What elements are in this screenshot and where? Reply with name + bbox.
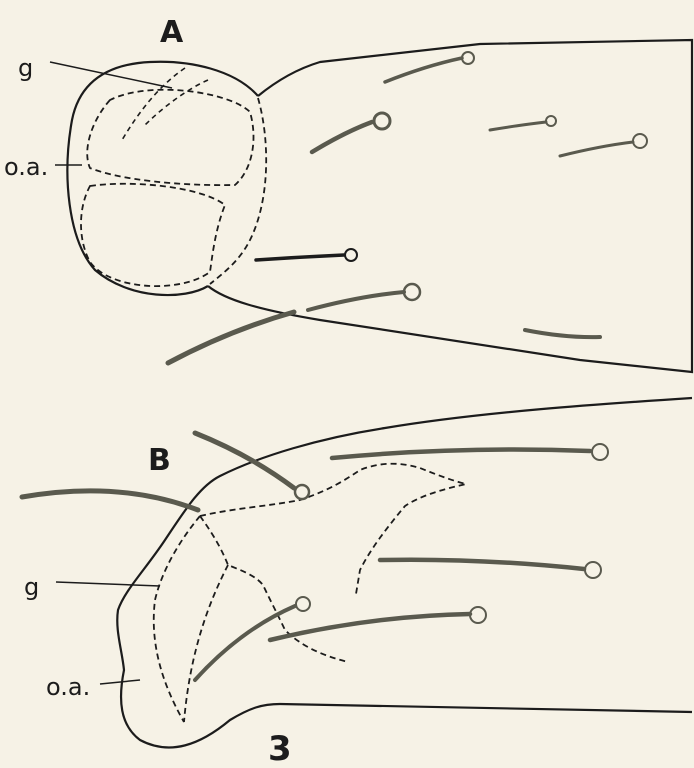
seta: [195, 606, 295, 680]
panel-b-setae: [22, 433, 608, 680]
panel-a: A g o.a.: [4, 15, 692, 372]
panel-a-lower-lobe: [81, 184, 225, 286]
seta-socket: [633, 134, 647, 148]
panel-a-setae: [168, 52, 647, 363]
seta-socket: [462, 52, 474, 64]
panel-a-inner-curve-2: [145, 80, 208, 125]
seta: [490, 122, 546, 130]
seta-socket: [404, 284, 420, 300]
seta-socket: [546, 116, 556, 126]
figure-number: 3: [268, 729, 292, 768]
seta: [195, 433, 294, 488]
seta-socket: [585, 562, 601, 578]
seta: [332, 450, 590, 458]
seta: [380, 560, 584, 569]
seta: [312, 122, 372, 152]
panel-b-leader-oa: [100, 680, 140, 684]
seta-socket: [592, 444, 608, 460]
seta: [256, 255, 344, 260]
seta-socket: [374, 113, 390, 129]
panel-a-label-oa: o.a.: [4, 153, 48, 181]
panel-a-dashed-suture: [210, 98, 266, 284]
panel-a-leader-g: [50, 62, 172, 88]
seta: [22, 491, 198, 510]
panel-a-title: A: [160, 15, 184, 50]
panel-b-label-g: g: [24, 573, 39, 601]
seta-socket: [296, 597, 310, 611]
seta: [525, 330, 600, 337]
panel-a-label-g: g: [18, 54, 33, 82]
seta: [168, 312, 294, 363]
panel-b: B g o.a.: [22, 398, 692, 747]
seta-socket: [295, 485, 309, 499]
seta: [560, 142, 633, 156]
panel-a-upper-lobe: [87, 90, 253, 185]
panel-b-dashed-g-curve-2: [184, 565, 228, 722]
panel-b-dashed-ridge: [200, 464, 466, 594]
panel-b-label-oa: o.a.: [46, 673, 90, 701]
panel-b-title: B: [148, 443, 171, 478]
seta: [385, 58, 462, 82]
seta-socket: [345, 249, 357, 261]
panel-a-antenna-outline: [67, 62, 258, 295]
panel-b-leader-g: [56, 582, 160, 586]
seta: [308, 292, 404, 310]
panel-a-body-outline: [208, 40, 692, 372]
seta: [270, 614, 470, 640]
seta-socket: [470, 607, 486, 623]
